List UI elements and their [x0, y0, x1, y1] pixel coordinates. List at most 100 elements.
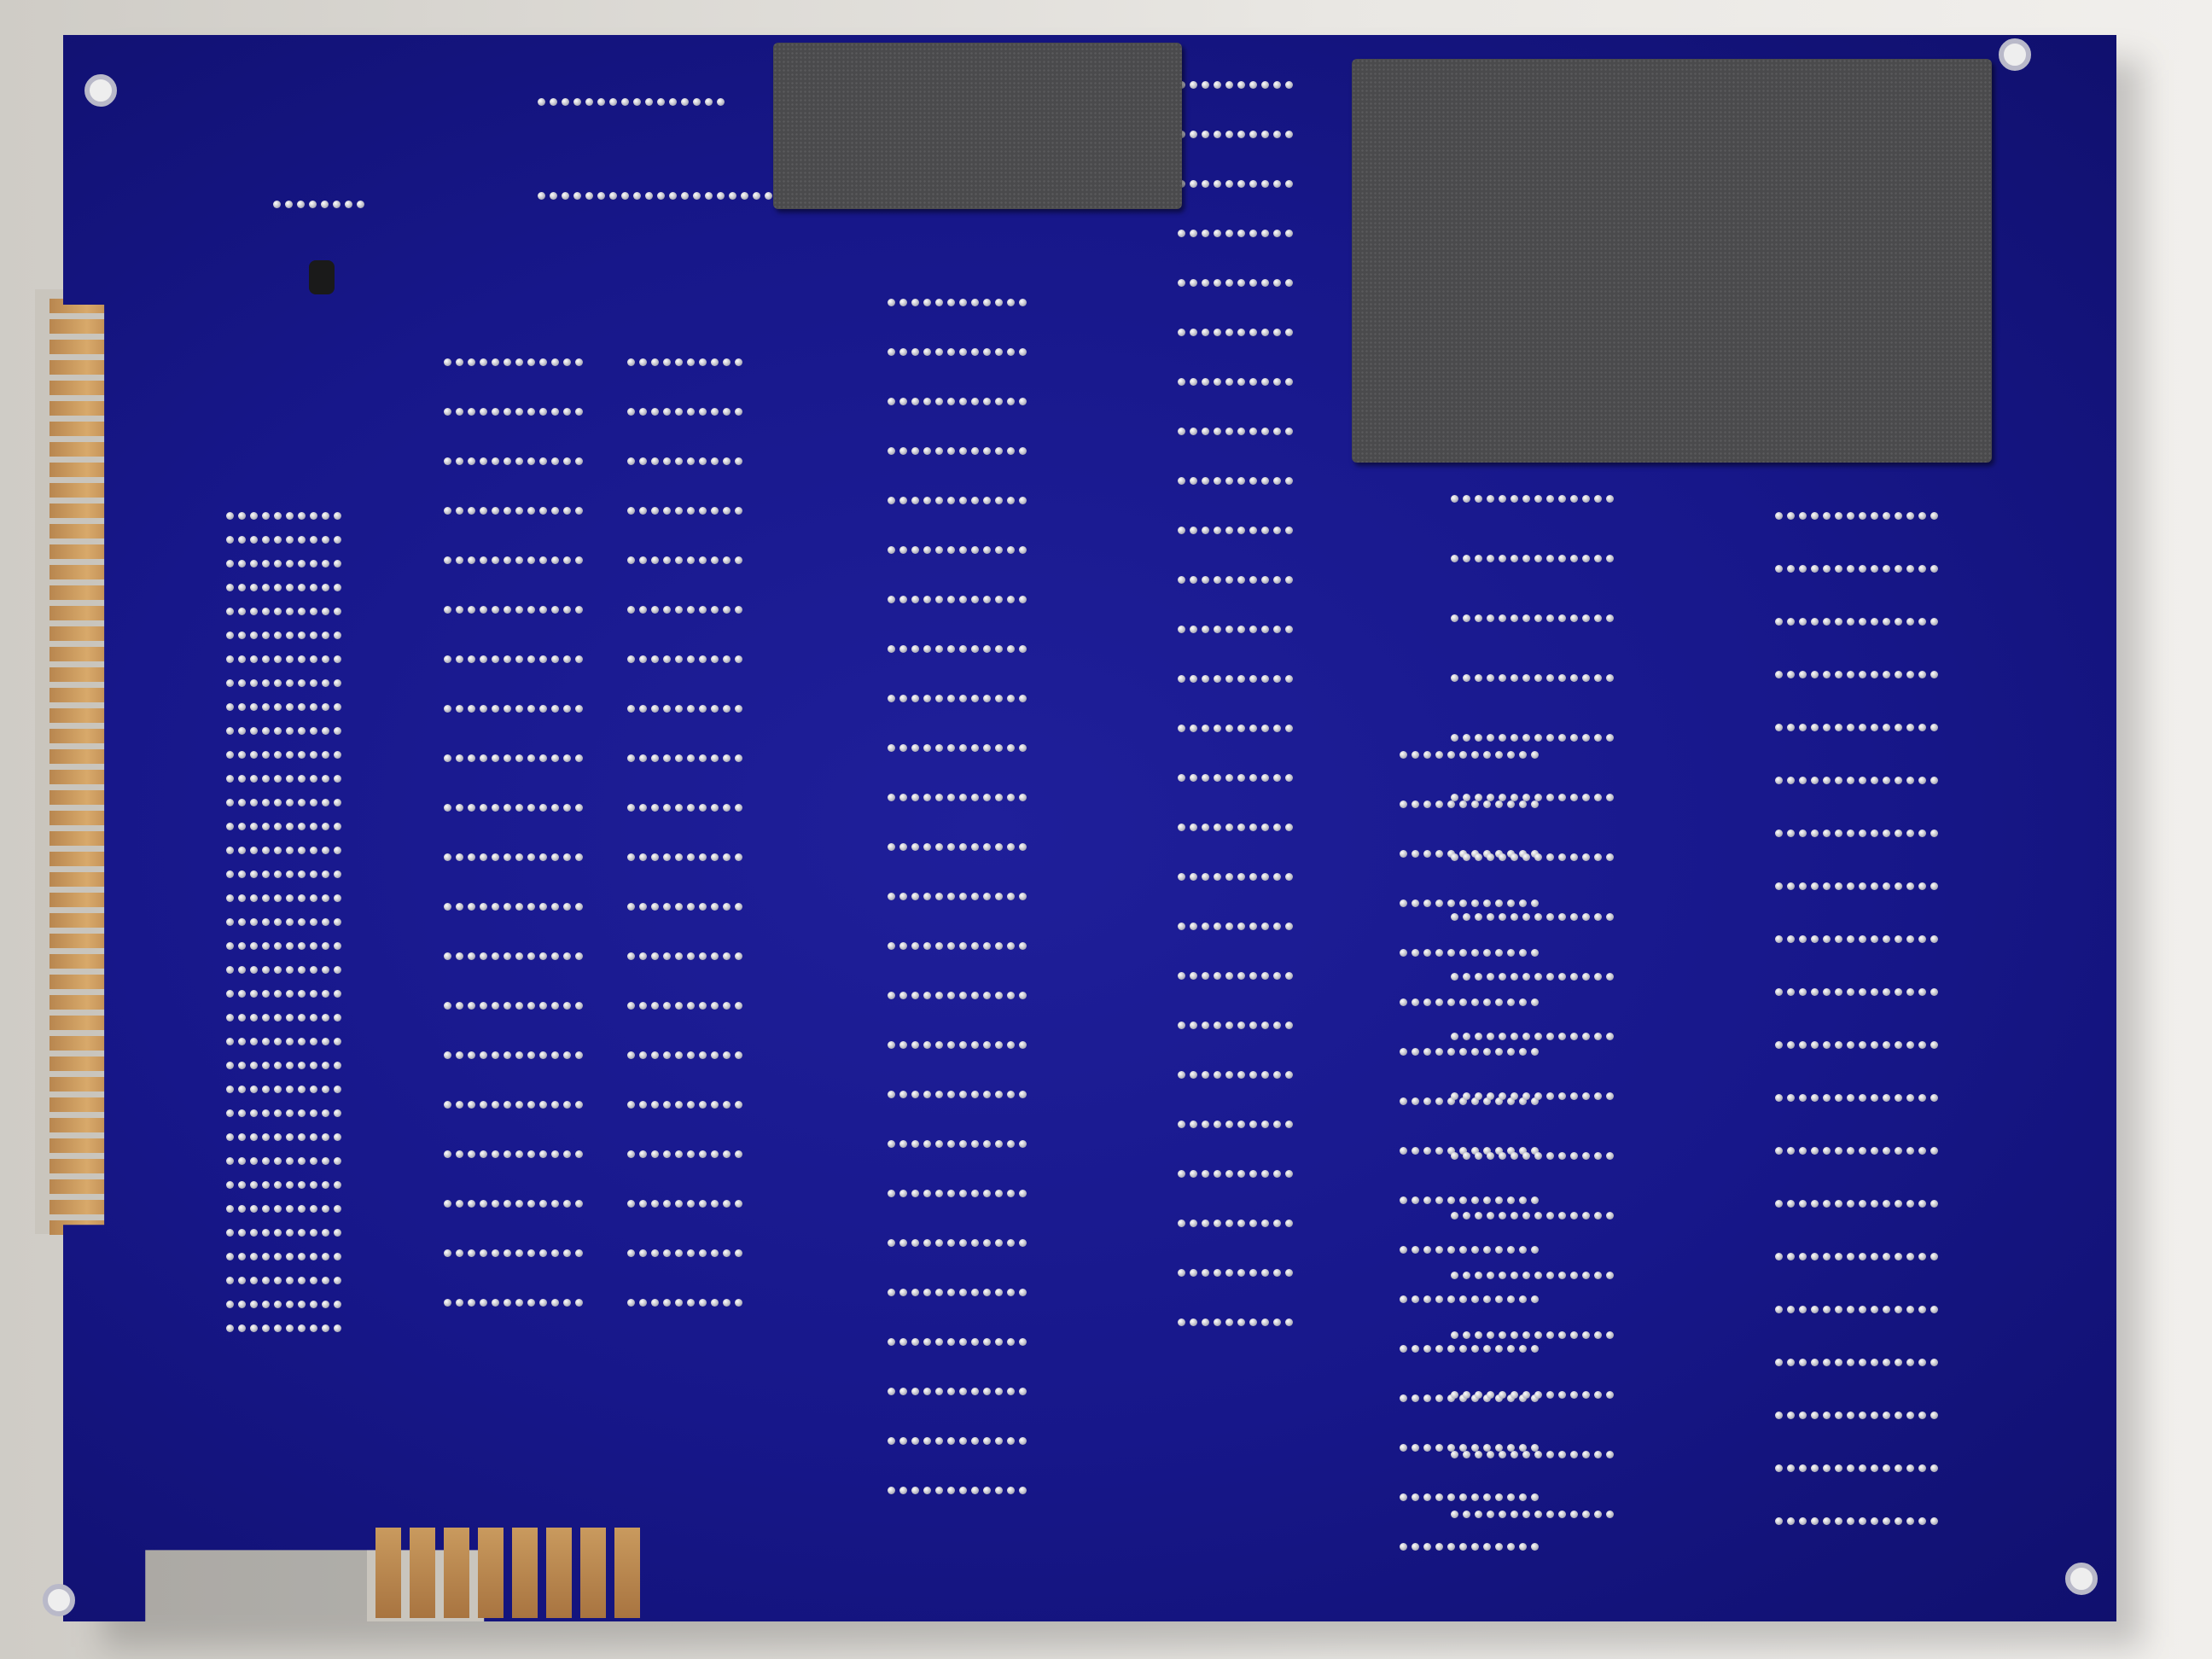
solder-joint [1423, 1097, 1431, 1105]
solder-joint [1202, 1170, 1209, 1178]
solder-joint [1249, 279, 1257, 287]
solder-joint [1546, 674, 1554, 682]
solder-joint [1463, 674, 1470, 682]
solder-joint [1483, 1295, 1491, 1303]
solder-joint [504, 1249, 511, 1257]
solder-joint [1487, 853, 1494, 861]
solder-joint [1487, 1511, 1494, 1518]
solder-joint [551, 952, 559, 960]
solder-joint [1519, 1493, 1527, 1501]
solder-joint [1511, 1331, 1518, 1339]
solder-joint [262, 1277, 270, 1284]
solder-joint [1273, 675, 1281, 683]
solder-joint [1400, 1048, 1407, 1056]
solder-joint [298, 823, 306, 830]
solder-joint [995, 497, 1003, 504]
solder-joint [334, 1133, 341, 1141]
solder-joint [551, 705, 559, 713]
solder-joint [226, 703, 234, 711]
solder-joint [1606, 1092, 1614, 1100]
solder-joint [539, 804, 547, 812]
solder-joint [693, 98, 701, 106]
foam-pad-small [773, 43, 1182, 209]
solder-joint [1447, 1196, 1455, 1204]
solder-joint [1519, 1543, 1527, 1551]
solder-joint [1273, 824, 1281, 831]
solder-joint [1495, 1196, 1503, 1204]
solder-joint [1799, 1306, 1807, 1313]
solder-joint [504, 903, 511, 911]
solder-joint [947, 695, 955, 702]
solder-joint [1273, 725, 1281, 732]
solder-joint [1522, 1092, 1530, 1100]
solder-joint [1273, 1318, 1281, 1326]
solder-joint [539, 1002, 547, 1010]
solder-joint [1487, 1212, 1494, 1220]
solder-joint [286, 823, 294, 830]
solder-joint [888, 992, 895, 999]
solder-joint [250, 1205, 258, 1213]
solder-joint [1558, 1511, 1566, 1518]
solder-joint [262, 703, 270, 711]
solder-joint [444, 1249, 451, 1257]
solder-joint [1412, 998, 1419, 1006]
solder-joint [627, 903, 635, 911]
solder-joint [1285, 81, 1293, 89]
solder-joint [888, 1388, 895, 1395]
solder-joint [1447, 899, 1455, 907]
solder-joint [551, 1249, 559, 1257]
solder-joint [1823, 1041, 1831, 1049]
solder-joint [226, 655, 234, 663]
solder-joint [1463, 555, 1470, 562]
solder-joint [1495, 751, 1503, 759]
solder-joint [1823, 1253, 1831, 1260]
solder-joint [480, 705, 487, 713]
solder-joint [1859, 935, 1866, 943]
solder-joint [1859, 1359, 1866, 1366]
solder-joint [1261, 1318, 1269, 1326]
solder-joint [250, 823, 258, 830]
solder-joint [1859, 1253, 1866, 1260]
solder-joint [444, 1150, 451, 1158]
solder-joint [262, 512, 270, 520]
solder-joint [1847, 1147, 1854, 1155]
solder-joint [888, 1487, 895, 1494]
solder-joint [492, 606, 499, 614]
solder-joint [1459, 1394, 1467, 1402]
solder-joint [1823, 935, 1831, 943]
solder-joint [1190, 972, 1197, 980]
solder-joint [1451, 1092, 1458, 1100]
solder-joint [947, 1190, 955, 1197]
solder-joint [735, 705, 742, 713]
solder-joint [911, 893, 919, 900]
solder-joint [480, 1051, 487, 1059]
solder-joint [1811, 565, 1819, 573]
solder-joint [888, 398, 895, 405]
solder-joint [1499, 555, 1506, 562]
solder-joint [687, 1002, 695, 1010]
solder-joint [935, 398, 943, 405]
solder-joint [334, 847, 341, 854]
solder-joint [1475, 1451, 1482, 1458]
solder-joint [663, 754, 671, 762]
solder-joint [1787, 830, 1795, 837]
solder-joint [1522, 1272, 1530, 1279]
solder-joint [1871, 777, 1878, 784]
solder-joint [274, 679, 282, 687]
solder-joint [1435, 949, 1443, 957]
solder-joint [1451, 1272, 1458, 1279]
solder-joint [504, 457, 511, 465]
solder-joint [1400, 899, 1407, 907]
solder-joint [1463, 1451, 1470, 1458]
solder-joint [1918, 724, 1926, 731]
solder-joint [651, 1299, 659, 1307]
solder-joint [1787, 1359, 1795, 1366]
solder-joint [226, 727, 234, 735]
solder-joint [723, 1150, 731, 1158]
solder-joint [1546, 495, 1554, 503]
solder-joint [238, 990, 246, 998]
solder-joint [1261, 378, 1269, 386]
solder-joint [262, 584, 270, 591]
solder-joint [1507, 1493, 1515, 1501]
solder-joint [250, 847, 258, 854]
